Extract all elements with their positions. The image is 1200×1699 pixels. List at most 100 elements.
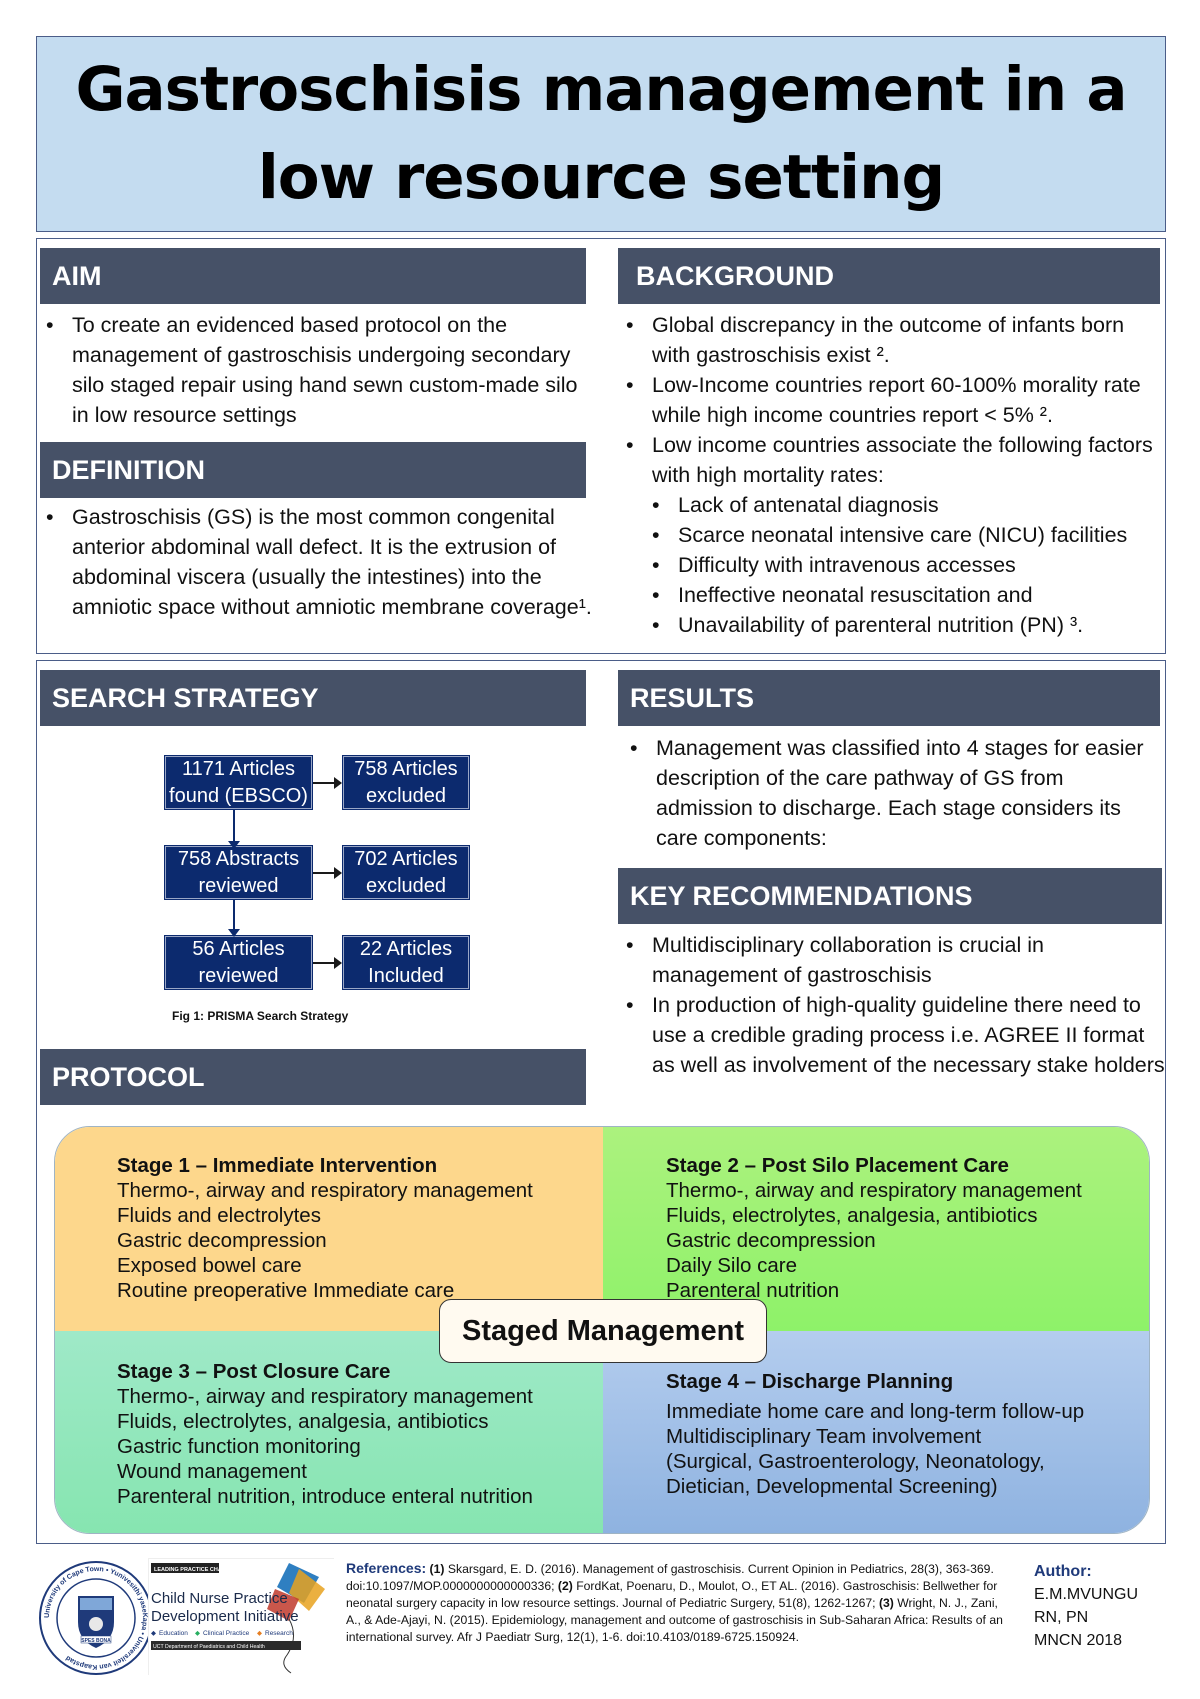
cnp-pillar-research: Research bbox=[265, 1630, 293, 1637]
results-heading: RESULTS bbox=[618, 670, 1160, 726]
prisma-excluded1-line2: excluded bbox=[365, 784, 447, 807]
results-bullet: Management was classified into 4 stages … bbox=[624, 733, 1154, 853]
search-strategy-heading: SEARCH STRATEGY bbox=[40, 670, 586, 726]
svg-text:◆: ◆ bbox=[151, 1630, 157, 1637]
stage1-title: Stage 1 – Immediate Intervention bbox=[117, 1154, 438, 1177]
definition-list: Gastroschisis (GS) is the most common co… bbox=[40, 502, 600, 622]
poster-title-line1: Gastroschisis management in a bbox=[75, 54, 1127, 125]
prisma-arrow-right-1 bbox=[313, 777, 342, 789]
prisma-excluded1-box: 758 Articles excluded bbox=[343, 756, 469, 809]
prisma-reviewed-box: 56 Articles reviewed bbox=[165, 936, 312, 989]
cnp-tagline: LEADING PRACTICE CHANGE bbox=[154, 1567, 234, 1573]
prisma-reviewed-line1: 56 Articles bbox=[192, 937, 285, 960]
svg-text:◆: ◆ bbox=[195, 1630, 201, 1637]
stage3-item: Fluids, electrolytes, analgesia, antibio… bbox=[117, 1410, 489, 1433]
cnp-department: UCT Department of Paediatrics and Child … bbox=[153, 1644, 265, 1650]
prisma-excluded2-line2: excluded bbox=[365, 874, 447, 897]
poster-title-banner: Gastroschisis management in a low resour… bbox=[36, 36, 1166, 232]
stage3-item: Wound management bbox=[117, 1460, 307, 1483]
author-name: E.M.MVUNGU bbox=[1034, 1586, 1138, 1603]
background-heading: BACKGROUND bbox=[618, 248, 1160, 304]
poster-title-line2: low resource setting bbox=[257, 142, 945, 213]
prisma-arrow-right-3 bbox=[313, 957, 342, 969]
background-sub-bullet: Ineffective neonatal resuscitation and bbox=[620, 580, 1168, 610]
stage4-item: Immediate home care and long-term follow… bbox=[666, 1400, 1085, 1423]
key-recommendations-list: Multidisciplinary collaboration is cruci… bbox=[620, 930, 1168, 1080]
prisma-arrow-down-2 bbox=[228, 900, 240, 937]
author-credentials: RN, PN bbox=[1034, 1609, 1089, 1626]
stage1-item: Exposed bowel care bbox=[117, 1254, 302, 1277]
background-sub-bullet: Scarce neonatal intensive care (NICU) fa… bbox=[620, 520, 1168, 550]
stage4-item: (Surgical, Gastroenterology, Neonatology… bbox=[666, 1450, 1045, 1473]
stage4-item: Multidisciplinary Team involvement bbox=[666, 1425, 982, 1448]
prisma-figure-caption: Fig 1: PRISMA Search Strategy bbox=[172, 1009, 349, 1023]
reference-2: FordKat, Poenaru, D., Moulot, O., ET AL.… bbox=[346, 1579, 998, 1610]
staged-management-diagram: Stage 1 – Immediate Intervention Thermo-… bbox=[54, 1126, 1150, 1534]
references-block: References: (1) Skarsgard, E. D. (2016).… bbox=[346, 1560, 1010, 1646]
stage3-title: Stage 3 – Post Closure Care bbox=[117, 1360, 391, 1383]
background-bullet: Low income countries associate the follo… bbox=[620, 430, 1168, 490]
reference-1-number: (1) bbox=[429, 1562, 445, 1576]
stage2-item: Parenteral nutrition bbox=[666, 1279, 840, 1302]
background-sub-bullet: Lack of antenatal diagnosis bbox=[620, 490, 1168, 520]
stage4-title: Stage 4 – Discharge Planning bbox=[666, 1370, 954, 1393]
definition-heading: DEFINITION bbox=[40, 442, 586, 498]
cnp-logo: LEADING PRACTICE CHANGE Child Nurse Prac… bbox=[148, 1558, 335, 1676]
results-list: Management was classified into 4 stages … bbox=[624, 733, 1154, 853]
stage1-item: Fluids and electrolytes bbox=[117, 1204, 321, 1227]
stage1-item: Routine preoperative Immediate care bbox=[117, 1279, 455, 1302]
author-program: MNCN 2018 bbox=[1034, 1632, 1123, 1649]
aim-bullet: To create an evidenced based protocol on… bbox=[40, 310, 600, 430]
staged-management-label: Staged Management bbox=[439, 1299, 767, 1363]
background-bullet: Global discrepancy in the outcome of inf… bbox=[620, 310, 1168, 370]
prisma-excluded1-line1: 758 Articles bbox=[354, 757, 458, 780]
stage2-panel: Stage 2 – Post Silo Placement Care Therm… bbox=[603, 1127, 1149, 1331]
key-recommendations-heading: KEY RECOMMENDATIONS bbox=[618, 868, 1162, 924]
stage1-item: Gastric decompression bbox=[117, 1229, 327, 1252]
aim-list: To create an evidenced based protocol on… bbox=[40, 310, 600, 430]
prisma-abstracts-line2: reviewed bbox=[198, 874, 279, 897]
stage2-item: Daily Silo care bbox=[666, 1254, 798, 1277]
recommendation-bullet: Multidisciplinary collaboration is cruci… bbox=[620, 930, 1168, 990]
prisma-reviewed-line2: reviewed bbox=[198, 964, 279, 987]
prisma-abstracts-box: 758 Abstracts reviewed bbox=[165, 846, 312, 899]
stage4-item: Dietician, Developmental Screening) bbox=[666, 1475, 998, 1498]
stage2-item: Fluids, electrolytes, analgesia, antibio… bbox=[666, 1204, 1038, 1227]
stage3-item: Gastric function monitoring bbox=[117, 1435, 361, 1458]
uct-logo: University of Cape Town • Yunivesithi ya… bbox=[39, 1561, 153, 1675]
stage3-panel: Stage 3 – Post Closure Care Thermo-, air… bbox=[55, 1331, 603, 1533]
background-list: Global discrepancy in the outcome of inf… bbox=[620, 310, 1168, 640]
reference-2-number: (2) bbox=[557, 1579, 573, 1593]
prisma-abstracts-line1: 758 Abstracts bbox=[177, 847, 300, 870]
background-sub-bullet: Unavailability of parenteral nutrition (… bbox=[620, 610, 1168, 640]
recommendation-bullet: In production of high-quality guideline … bbox=[620, 990, 1168, 1080]
cnp-line1: Child Nurse Practice bbox=[151, 1590, 288, 1607]
stage1-panel: Stage 1 – Immediate Intervention Thermo-… bbox=[55, 1127, 603, 1331]
cnp-pillar-education: Education bbox=[159, 1630, 188, 1637]
prisma-excluded2-box: 702 Articles excluded bbox=[343, 846, 469, 899]
stage3-item: Thermo-, airway and respiratory manageme… bbox=[117, 1385, 533, 1408]
prisma-found-line1: 1171 Articles bbox=[181, 757, 295, 780]
svg-text:◆: ◆ bbox=[257, 1630, 263, 1637]
prisma-included-line2: Included bbox=[368, 964, 444, 987]
definition-bullet: Gastroschisis (GS) is the most common co… bbox=[40, 502, 600, 622]
cnp-pillar-clinical: Clinical Practice bbox=[203, 1630, 250, 1637]
stage3-item: Parenteral nutrition, introduce enteral … bbox=[117, 1485, 533, 1508]
prisma-arrow-right-2 bbox=[313, 867, 342, 879]
stage4-panel: Stage 4 – Discharge Planning Immediate h… bbox=[603, 1331, 1149, 1533]
prisma-excluded2-line1: 702 Articles bbox=[354, 847, 458, 870]
stage2-item: Thermo-, airway and respiratory manageme… bbox=[666, 1179, 1082, 1202]
protocol-heading: PROTOCOL bbox=[40, 1049, 586, 1105]
reference-1: Skarsgard, E. D. (2016). Management of g… bbox=[346, 1562, 994, 1593]
cnp-line2: Development Initiative bbox=[151, 1608, 299, 1625]
stage2-item: Gastric decompression bbox=[666, 1229, 876, 1252]
reference-3-number: (3) bbox=[878, 1596, 894, 1610]
references-label: References: bbox=[346, 1560, 427, 1576]
reference-3: Wright, N. J., Zani, A., & Ade-Ajayi, N.… bbox=[346, 1596, 1003, 1644]
aim-heading: AIM bbox=[40, 248, 586, 304]
background-bullet: Low-Income countries report 60-100% mora… bbox=[620, 370, 1168, 430]
author-label: Author: bbox=[1034, 1563, 1092, 1580]
uct-motto: SPES BONA bbox=[81, 1638, 111, 1644]
